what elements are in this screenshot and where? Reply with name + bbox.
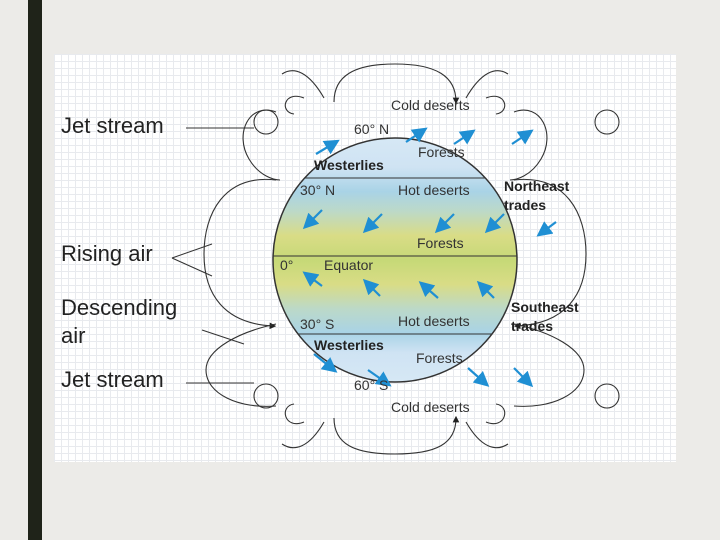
lat-60n-label: 60° N xyxy=(354,121,389,137)
wind-arrows xyxy=(302,127,557,388)
trade-arrow-s4 xyxy=(476,280,495,299)
trade-arrow-n4 xyxy=(484,213,505,234)
hot-deserts-north-label: Hot deserts xyxy=(398,182,470,198)
trade-arrow-n5 xyxy=(536,221,557,237)
westerly-arrow-n2 xyxy=(405,127,428,143)
circulation-cells-right xyxy=(485,95,620,425)
cold-deserts-south-label: Cold deserts xyxy=(391,399,470,415)
atmospheric-circulation-diagram: Cold deserts 60° N Forests Westerlies 30… xyxy=(54,54,676,462)
rising-air-label: Rising air xyxy=(61,241,153,266)
jet-stream-bottom-label: Jet stream xyxy=(61,367,164,392)
cold-deserts-north-label: Cold deserts xyxy=(391,97,470,113)
lat-0-label: 0° xyxy=(280,257,293,273)
globe-fill xyxy=(273,138,517,382)
westerly-arrow-s4 xyxy=(513,367,534,388)
circulation-cells-left xyxy=(203,95,305,425)
hot-deserts-south-label: Hot deserts xyxy=(398,313,470,329)
northeast-trades-label-1: Northeast xyxy=(504,178,570,194)
polar-cells xyxy=(281,63,509,455)
forests-south-label: Forests xyxy=(416,350,463,366)
trade-arrow-n1 xyxy=(302,209,323,230)
trade-arrow-s2 xyxy=(362,278,381,297)
westerlies-south-label: Westerlies xyxy=(314,337,384,353)
westerly-arrow-s1 xyxy=(313,353,338,373)
trade-arrow-n3 xyxy=(434,213,455,234)
westerly-arrow-s2 xyxy=(367,369,392,387)
southeast-trades-label-2: trades xyxy=(511,318,553,334)
lat-60s-label: 60° S xyxy=(354,377,388,393)
trade-arrow-s3 xyxy=(418,281,439,299)
label-pointers xyxy=(171,127,254,384)
westerly-arrow-n4 xyxy=(511,129,534,145)
jet-stream-top-label: Jet stream xyxy=(61,113,164,138)
left-accent-bar xyxy=(28,0,42,540)
equator-label: Equator xyxy=(324,257,373,273)
lat-30s-label: 30° S xyxy=(300,316,334,332)
diagram-svg: Cold deserts 60° N Forests Westerlies 30… xyxy=(171,63,620,455)
trade-arrow-n2 xyxy=(362,213,383,234)
westerly-arrow-s3 xyxy=(467,367,490,387)
descending-air-label-1: Descending xyxy=(61,295,178,320)
lat-30n-label: 30° N xyxy=(300,182,335,198)
southeast-trades-label-1: Southeast xyxy=(511,299,579,315)
globe-outline xyxy=(272,137,518,383)
westerly-arrow-n1 xyxy=(315,139,340,155)
forests-equator-label: Forests xyxy=(417,235,464,251)
descending-air-label-2: air xyxy=(61,323,86,348)
forests-north-label: Forests xyxy=(418,144,465,160)
westerlies-north-label: Westerlies xyxy=(314,157,384,173)
northeast-trades-label-2: trades xyxy=(504,197,546,213)
westerly-arrow-n3 xyxy=(453,129,476,145)
trade-arrow-s1 xyxy=(302,271,323,287)
